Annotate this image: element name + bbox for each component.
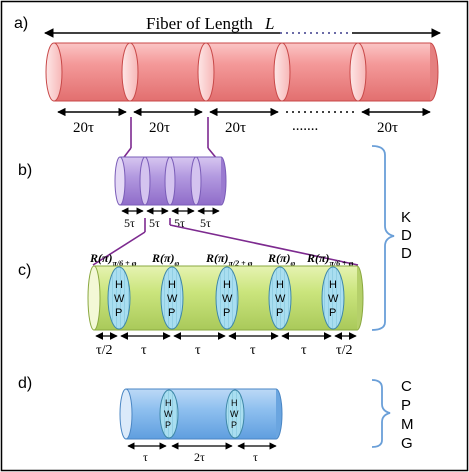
half-wave-plate-5: H W P bbox=[321, 266, 345, 330]
plate-spacing-2: τ bbox=[141, 343, 147, 358]
svg-text:W: W bbox=[230, 409, 239, 419]
fiber-segment-3 bbox=[206, 43, 282, 101]
svg-text:P: P bbox=[329, 307, 336, 319]
fiber-segment-1 bbox=[54, 43, 130, 101]
plate-spacing-1: τ/2 bbox=[96, 343, 113, 358]
kdd-spacing-3: 5τ bbox=[174, 216, 185, 230]
svg-text:W: W bbox=[114, 293, 125, 305]
svg-text:W: W bbox=[222, 293, 233, 305]
kdd-letter-3: D bbox=[401, 245, 412, 262]
svg-text:P: P bbox=[115, 307, 122, 319]
half-wave-plate-4: H W P bbox=[268, 266, 292, 330]
svg-text:P: P bbox=[165, 420, 171, 430]
rotation-label-2: R(π)φ bbox=[151, 251, 180, 268]
segment-label-1: 20τ bbox=[73, 120, 94, 136]
panel-label-d: d) bbox=[18, 375, 32, 392]
cpmg-letter-2: P bbox=[401, 397, 411, 414]
svg-text:P: P bbox=[276, 307, 283, 319]
plate-spacing-6: τ/2 bbox=[336, 343, 353, 358]
segment-dots: ....... bbox=[292, 118, 318, 134]
cpmg-spacing-2: 2τ bbox=[194, 450, 205, 464]
connector-b-c bbox=[92, 218, 359, 266]
cpmg-letter-3: M bbox=[401, 416, 414, 433]
half-wave-plate-2: H W P bbox=[160, 266, 184, 330]
cpmg-bracket bbox=[371, 379, 391, 448]
svg-text:W: W bbox=[328, 293, 339, 305]
fiber-segment-2 bbox=[130, 43, 206, 101]
svg-text:H: H bbox=[223, 279, 231, 291]
cpmg-spacing-3: τ bbox=[253, 450, 258, 464]
segment-label-5: 20τ bbox=[377, 120, 398, 136]
cpmg-spacing-1: τ bbox=[143, 450, 148, 464]
svg-text:P: P bbox=[231, 420, 237, 430]
fiber-title: Fiber of Length L bbox=[146, 14, 274, 33]
plate-spacing-5: τ bbox=[301, 343, 307, 358]
svg-text:P: P bbox=[223, 307, 230, 319]
svg-text:H: H bbox=[329, 279, 337, 291]
svg-text:H: H bbox=[115, 279, 123, 291]
half-wave-plate-3: H W P bbox=[215, 266, 239, 330]
svg-text:W: W bbox=[167, 293, 178, 305]
rotation-label-3: R(π)π/2 + φ bbox=[205, 251, 253, 268]
half-wave-plate-1: H W P bbox=[107, 266, 131, 330]
svg-text:H: H bbox=[276, 279, 284, 291]
kdd-letter-2: D bbox=[401, 227, 412, 244]
cpmg-plate-1: H W P bbox=[159, 389, 179, 439]
rotation-label-5: R(π)π/6 + φ bbox=[306, 251, 354, 268]
svg-text:W: W bbox=[275, 293, 286, 305]
kdd-bracket bbox=[371, 145, 395, 331]
segment-label-2: 20τ bbox=[149, 120, 170, 136]
plate-spacing-3: τ bbox=[195, 343, 201, 358]
panel-label-b: b) bbox=[18, 162, 32, 179]
cpmg-plate-2: H W P bbox=[225, 389, 245, 439]
kdd-spacing-4: 5τ bbox=[200, 216, 211, 230]
kdd-spacing-1: 5τ bbox=[124, 216, 135, 230]
fiber-segment-5 bbox=[358, 43, 430, 101]
svg-text:H: H bbox=[168, 279, 176, 291]
cpmg-letter-4: G bbox=[401, 435, 413, 452]
svg-text:P: P bbox=[168, 307, 175, 319]
svg-text:W: W bbox=[164, 409, 173, 419]
rotation-label-4: R(π)φ bbox=[267, 251, 296, 268]
svg-text:H: H bbox=[165, 398, 172, 408]
cpmg-fiber bbox=[119, 388, 283, 440]
fiber-segment-4 bbox=[282, 43, 358, 101]
segment-label-3: 20τ bbox=[225, 120, 246, 136]
panel-label-c: c) bbox=[18, 262, 31, 279]
plate-spacing-4: τ bbox=[250, 343, 256, 358]
panel-label-a: a) bbox=[14, 15, 28, 32]
cpmg-letter-1: C bbox=[401, 378, 412, 395]
svg-text:H: H bbox=[231, 398, 238, 408]
kdd-block bbox=[114, 156, 227, 206]
kdd-letter-1: K bbox=[401, 209, 411, 226]
fiber-segments bbox=[45, 42, 439, 102]
kdd-spacing-2: 5τ bbox=[149, 216, 160, 230]
rotation-label-1: R(π)π/6 + φ bbox=[89, 251, 137, 268]
